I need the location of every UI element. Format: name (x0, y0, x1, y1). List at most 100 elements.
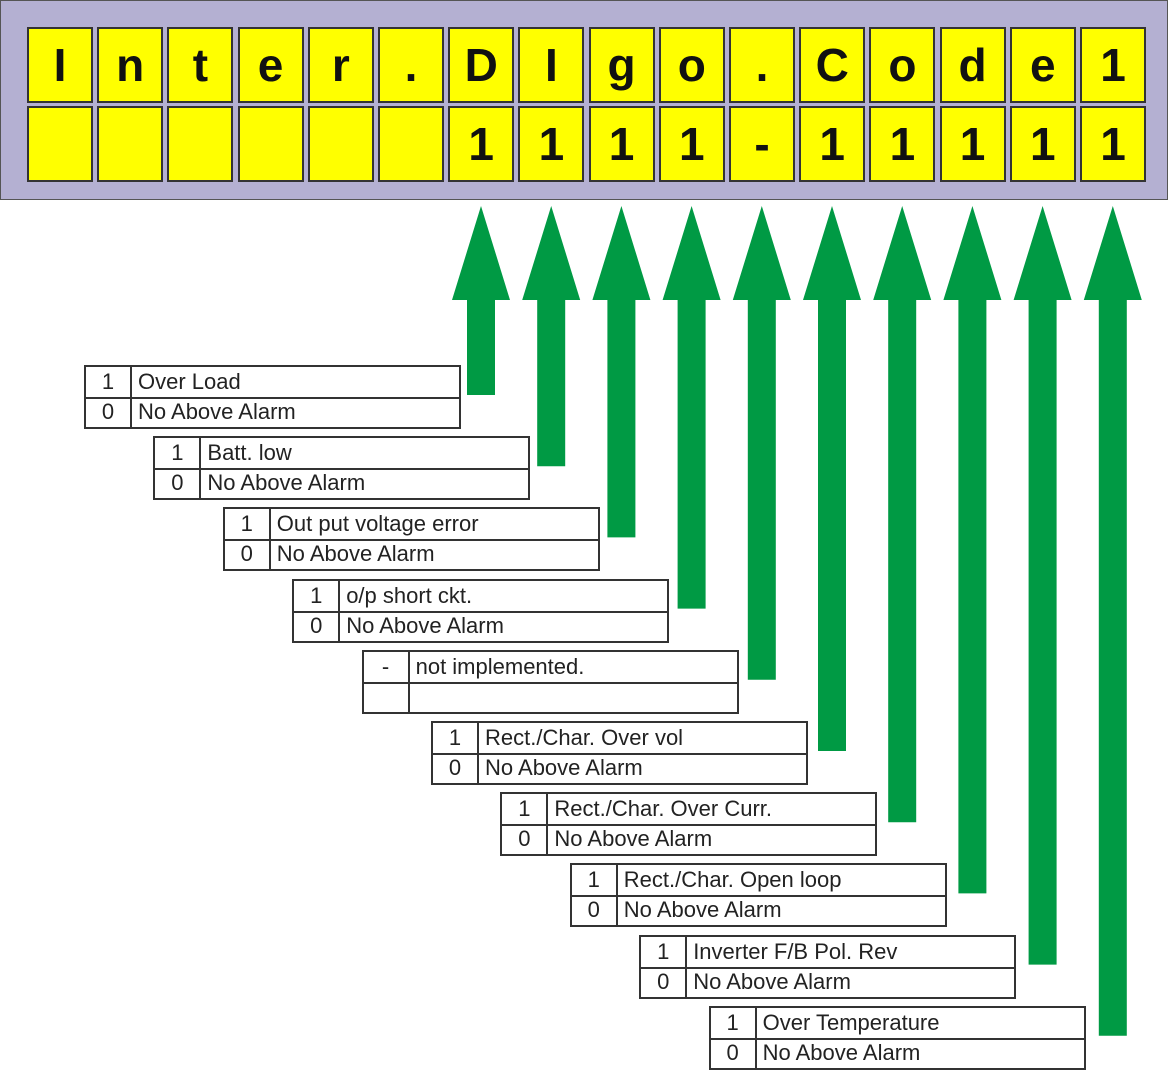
legend-description: Over Temperature (762, 1009, 940, 1035)
up-arrow-icon (803, 206, 861, 751)
up-arrow-icon (452, 206, 510, 395)
lcd-cell: 1 (518, 106, 585, 182)
legend-bit-value: 1 (502, 794, 549, 825)
legend-bit-value: 0 (502, 824, 549, 855)
legend-bit-value: 0 (155, 468, 202, 499)
lcd-cell: d (939, 27, 1006, 103)
lcd-cell (378, 106, 444, 182)
legend-row-clear (364, 681, 737, 712)
lcd-cell (237, 106, 304, 182)
legend-bit-value: 1 (572, 865, 618, 896)
up-arrow-icon (592, 206, 651, 538)
lcd-cell (97, 106, 164, 182)
lcd-cell: 1 (658, 106, 725, 182)
lcd-cell: I (518, 27, 585, 103)
legend-description: Over Load (138, 369, 241, 394)
legend-row-set: -not implemented. (363, 651, 737, 684)
lcd-cell: r (307, 27, 374, 103)
legend-bit-value: - (364, 651, 410, 682)
up-arrow-icon (522, 206, 581, 467)
lcd-cell: - (729, 106, 795, 182)
lcd-cell: o (869, 27, 936, 103)
lcd-cell (27, 106, 93, 182)
legend-bit-value: 0 (711, 1037, 757, 1068)
lcd-cell (167, 106, 234, 182)
legend-bit-value: 0 (433, 753, 479, 783)
lcd-cell: . (378, 27, 444, 103)
legend-description: No Above Alarm (485, 755, 643, 780)
legend-description: Rect./Char. Over Curr. (554, 796, 773, 822)
legend-bit-value: 1 (433, 723, 479, 753)
lcd-cell: t (167, 27, 234, 103)
up-arrow-icon (943, 206, 1002, 894)
legend-description: No Above Alarm (276, 541, 435, 567)
legend-bit-value (364, 681, 410, 712)
legend-description: Out put voltage error (276, 511, 479, 537)
legend-bit-value: 1 (155, 438, 202, 469)
legend-description: not implemented. (415, 653, 585, 679)
legend-description: o/p short ckt. (346, 582, 473, 608)
lcd-cell: D (448, 27, 515, 103)
legend-bit-value: 1 (86, 367, 132, 397)
up-arrow-icon (873, 206, 932, 823)
legend-bit-value: 1 (225, 509, 271, 540)
legend-bit-value: 1 (294, 580, 341, 611)
lcd-cell: 1 (939, 106, 1006, 182)
legend-bit-value: 0 (294, 610, 341, 641)
lcd-cell: I (27, 27, 93, 103)
lcd-cell: o (658, 27, 725, 103)
up-arrow-icon (1013, 206, 1072, 965)
legend-bit-value: 1 (711, 1007, 757, 1038)
up-arrow-icon (732, 206, 791, 680)
legend-description (410, 682, 737, 712)
lcd-cell: C (799, 27, 866, 103)
legend-description: Rect./Char. Over vol (485, 725, 684, 750)
lcd-cell: g (588, 27, 655, 103)
lcd-cell: n (97, 27, 164, 103)
legend-description: No Above Alarm (554, 826, 713, 852)
legend-bit-value: 1 (641, 936, 688, 967)
legend-bit-value: 0 (641, 966, 688, 997)
lcd-cell: 1 (1080, 106, 1146, 182)
lcd-cell: 1 (799, 106, 866, 182)
lcd-cell: 1 (448, 106, 515, 182)
up-arrow-icon (1083, 206, 1142, 1036)
lcd-cell: e (1009, 27, 1076, 103)
legend-description: No Above Alarm (693, 968, 851, 994)
legend-bit-value: 0 (572, 895, 618, 926)
legend-description: No Above Alarm (762, 1039, 921, 1065)
legend-description: No Above Alarm (138, 399, 296, 424)
lcd-cell (307, 106, 374, 182)
legend-description: Rect./Char. Open loop (623, 867, 842, 893)
legend-bit-value: 0 (225, 539, 271, 570)
